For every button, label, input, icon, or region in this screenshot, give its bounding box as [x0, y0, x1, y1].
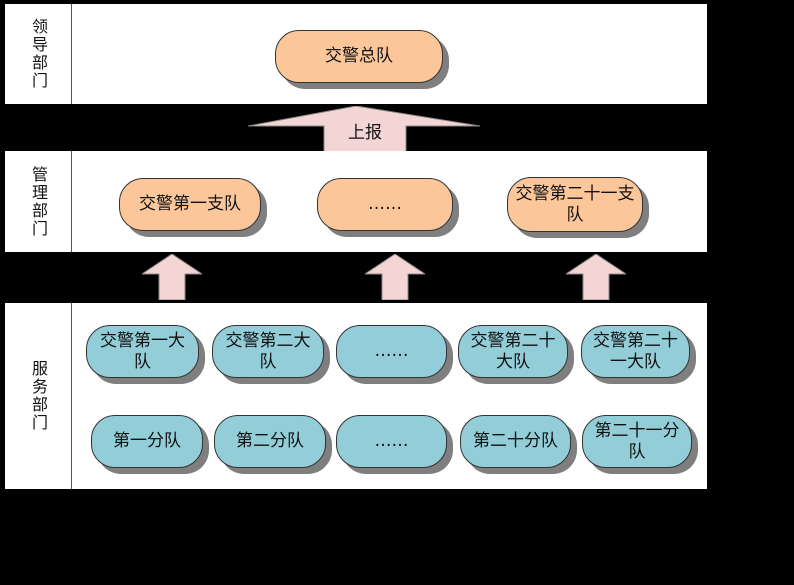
leader-level-label: 领导部门	[5, 4, 72, 104]
node-second-squad: 第二分队	[214, 415, 326, 468]
node-twentieth-brigade: 交警第二十大队	[458, 325, 568, 378]
management-band: 管理部门 交警第一支队 …… 交警第二十一支队	[5, 151, 707, 252]
report-label: 上报	[348, 123, 382, 143]
node-twenty-first-detachment: 交警第二十一支队	[507, 177, 643, 232]
up-arrow-right	[566, 254, 626, 300]
node-twenty-first-squad: 第二十一分队	[582, 415, 692, 468]
service-band: 服务部门 交警第一大队 交警第二大队 …… 交警第二十大队 交警第二十一大队 第…	[5, 303, 707, 489]
node-traffic-police-corps: 交警总队	[275, 30, 443, 83]
node-management-ellipsis: ……	[317, 178, 453, 231]
node-first-squad: 第一分队	[91, 415, 203, 468]
up-arrow-left	[142, 254, 202, 300]
node-twenty-first-brigade: 交警第二十一大队	[581, 325, 690, 378]
node-first-detachment: 交警第一支队	[119, 178, 261, 231]
node-service-ellipsis-row2: ……	[336, 415, 447, 468]
leader-band: 领导部门 交警总队	[5, 4, 707, 104]
node-second-brigade: 交警第二大队	[212, 325, 324, 378]
report-up-arrow	[248, 106, 480, 152]
node-twentieth-squad: 第二十分队	[460, 415, 571, 468]
up-arrow-center	[365, 254, 425, 300]
management-level-label: 管理部门	[5, 151, 72, 252]
node-service-ellipsis-row1: ……	[336, 325, 447, 378]
node-first-brigade: 交警第一大队	[86, 325, 199, 378]
service-level-label: 服务部门	[5, 303, 72, 489]
